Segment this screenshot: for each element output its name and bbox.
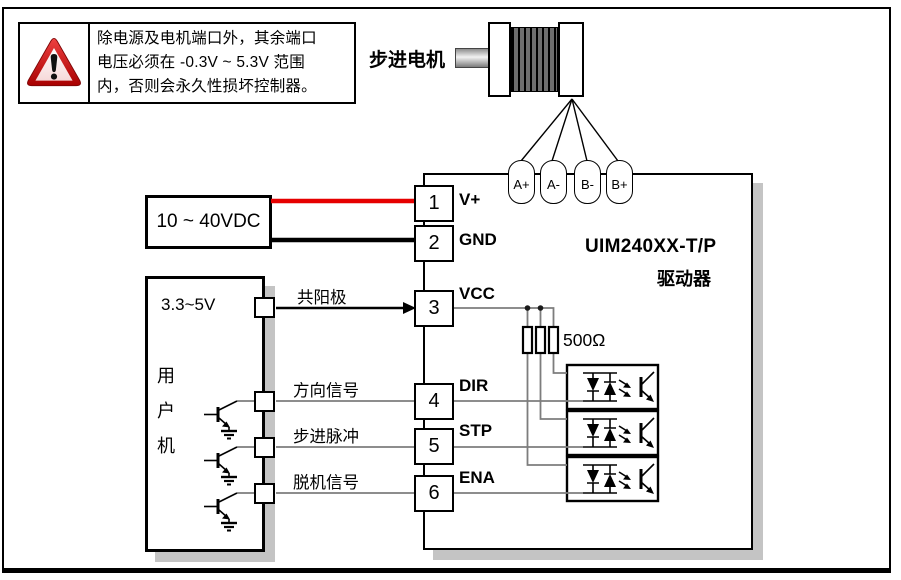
pin-6: 6 (414, 475, 454, 512)
user-terminal-ena (254, 483, 275, 504)
warning-icon (27, 37, 81, 87)
signal-label-offline: 脱机信号 (293, 474, 359, 492)
pin-label-vplus: V+ (459, 190, 481, 209)
pin-4: 4 (414, 383, 454, 420)
pin-label-stp: STP (459, 421, 493, 440)
driver-type-label: 驱动器 (657, 269, 711, 289)
user-terminal-vcc (254, 297, 275, 318)
motor-shaft (455, 48, 490, 68)
pin-label-ena: ENA (459, 468, 495, 487)
warning-text: 除电源及电机端口外，其余端口 电压必须在 -0.3V ~ 5.3V 范围 内，否… (90, 24, 323, 102)
user-machine-label: 用户机 (155, 366, 175, 471)
motor-flange-right (558, 22, 584, 97)
user-terminal-dir (254, 391, 275, 412)
driver-model: UIM240XX-T/P (585, 236, 717, 257)
terminal-a-plus: A+ (508, 160, 535, 204)
user-voltage-label: 3.3~5V (161, 295, 216, 314)
pin-1: 1 (414, 185, 454, 222)
warning-line: 内，否则会永久性损坏控制器。 (97, 78, 317, 95)
warning-icon-cell (20, 24, 90, 102)
pin-2: 2 (414, 225, 454, 262)
warning-box: 除电源及电机端口外，其余端口 电压必须在 -0.3V ~ 5.3V 范围 内，否… (18, 22, 356, 104)
warning-line: 电压必须在 -0.3V ~ 5.3V 范围 (97, 54, 305, 71)
terminal-b-plus: B+ (606, 160, 633, 204)
user-terminal-stp (254, 437, 275, 458)
terminal-a-minus: A- (540, 160, 567, 204)
signal-label-step: 步进脉冲 (293, 428, 359, 446)
pin-label-gnd: GND (459, 230, 497, 249)
terminal-b-minus: B- (574, 160, 601, 204)
pin-label-vcc: VCC (459, 284, 495, 303)
signal-label-direction: 方向信号 (293, 382, 359, 400)
resistor-value-label: 500Ω (563, 330, 606, 350)
motor-flange-left (488, 22, 511, 97)
stepper-motor-label: 步进电机 (369, 50, 446, 71)
signal-label-common-anode: 共阳极 (297, 289, 347, 307)
pin-5: 5 (414, 428, 454, 465)
motor-body (511, 27, 558, 92)
warning-line: 除电源及电机端口外，其余端口 (97, 30, 317, 47)
pin-label-dir: DIR (459, 376, 489, 395)
power-supply-box: 10 ~ 40VDC (145, 195, 272, 249)
pin-3: 3 (414, 290, 454, 327)
figure-border (2, 7, 891, 573)
